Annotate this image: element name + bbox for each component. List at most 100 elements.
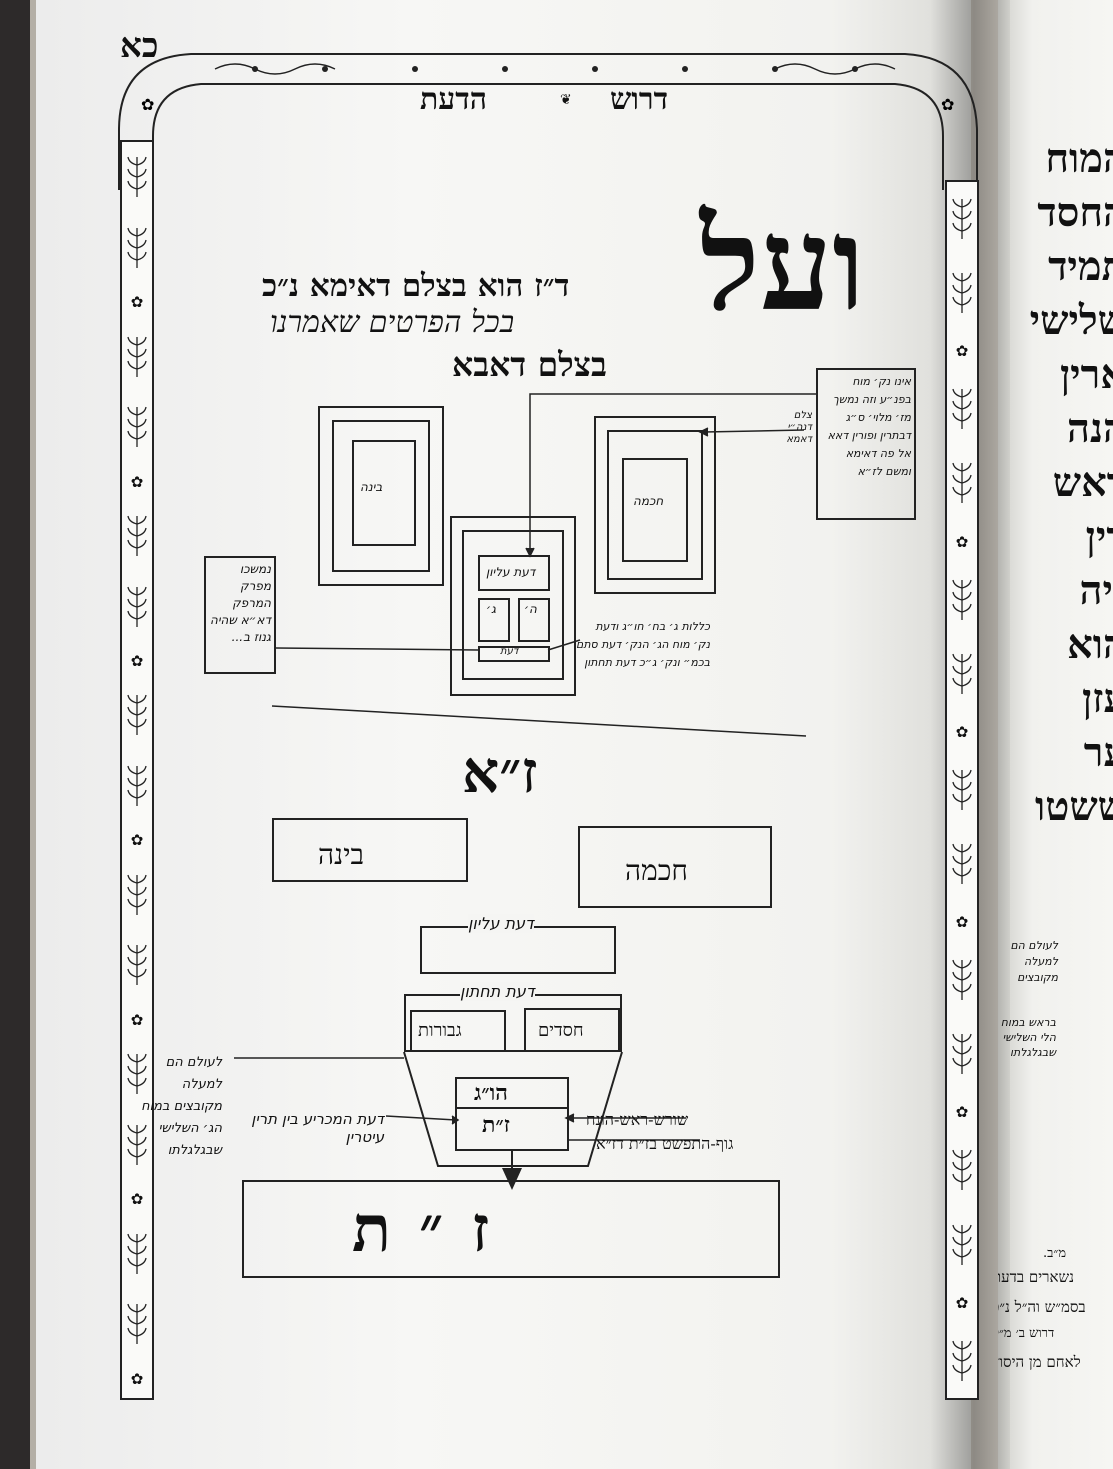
leaf-ornament-icon: [952, 463, 972, 504]
right-page-line: עזן: [1082, 675, 1113, 722]
note-left-box: נמשכו מפרק המרפק דא״א שהיה גנוז ב...: [204, 556, 276, 674]
right-page: המוחהחסדתמידשלישיאריןהנהדאשריןניההואעזןע…: [998, 0, 1113, 1469]
leaf-ornament-icon: [127, 336, 147, 377]
right-page-line: תמיד: [1048, 243, 1113, 290]
heading-initial-word: ועל: [700, 190, 866, 340]
right-page-note-left: לעולם הם למעלה מקובצים: [1010, 939, 1058, 984]
right-page-line: הוא: [1067, 621, 1113, 668]
right-page-line: דאש: [1052, 459, 1113, 506]
right-page-note-right: בראש במוח הלי השלישי שבגלגלתו: [1000, 1016, 1056, 1059]
svg-text:✿: ✿: [141, 95, 154, 114]
note-right-small: צלם דנה״י דאמא: [786, 410, 812, 445]
chesed-small-box: [518, 598, 550, 642]
gevurot-box: [410, 1010, 506, 1052]
chasadim-box: [524, 1008, 620, 1052]
zat-box: [242, 1180, 780, 1278]
leaf-ornament-icon: [127, 1054, 147, 1095]
right-border-column: ✿✿✿✿✿✿: [945, 180, 979, 1400]
h-right-label: ה׳: [524, 602, 537, 616]
right-page-line: ער: [1083, 729, 1113, 776]
decorative-arch-border: ✿ ✿: [118, 53, 978, 190]
svg-text:✿: ✿: [941, 95, 954, 114]
leaf-ornament-icon: [127, 1233, 147, 1274]
right-note-2-1: שורש-ראש-הונח: [586, 1110, 689, 1129]
flower-ornament-icon: ✿: [130, 1369, 144, 1388]
left-page: [36, 0, 971, 1469]
bina-label: בינה: [360, 480, 383, 494]
note-right-box: אינו נק׳ מוח בפנ״ע וזה נמשך מז׳ מלוי׳ ס״…: [816, 368, 916, 520]
right-page-foot-5: לאחם מן היסוד: [998, 1353, 1081, 1371]
flower-ornament-icon: ✿: [130, 831, 144, 850]
running-title-right: דרוש: [610, 82, 669, 117]
leaf-ornament-icon: [127, 406, 147, 448]
leaf-ornament-icon: [127, 227, 147, 268]
chochma-middle-frame: [607, 430, 703, 580]
zat-label: ז״ת: [352, 1192, 518, 1267]
leaf-ornament-icon: [952, 389, 972, 430]
h-left-label: ג׳: [486, 602, 496, 616]
leaf-ornament-icon: [127, 945, 147, 986]
daat-bottom-box: [478, 646, 550, 662]
right-page-foot-1: מ״ב.: [1043, 1246, 1067, 1261]
daat-tachton-label: דעת תחתון: [460, 982, 535, 1001]
right-page-foot-3: בסמ״ש וה״ל נ״כ: [998, 1298, 1086, 1316]
right-note-2-2: גוף-התפשט בז״ת דז״א: [596, 1134, 734, 1153]
flower-ornament-icon: ✿: [955, 342, 969, 361]
leaf-ornament-icon: [952, 1340, 972, 1381]
gevurot-label: גבורות: [418, 1020, 462, 1041]
leaf-ornament-icon: [952, 769, 972, 810]
bina-label-2: בינה: [318, 838, 365, 871]
leaf-ornament-icon: [952, 653, 972, 694]
bina-outer-frame: [318, 406, 444, 586]
inner-label-2: ז״ת: [482, 1112, 510, 1138]
leaf-ornament-icon: [127, 586, 147, 627]
note-left-text: נמשכו מפרק המרפק דא״א שהיה גנוז ב...: [209, 562, 271, 644]
bina-inner-box: [352, 440, 416, 546]
flower-ornament-icon: ✿: [955, 1103, 969, 1122]
leaf-ornament-icon: [952, 579, 972, 620]
flower-ornament-icon: ✿: [955, 532, 969, 551]
note-right-text: אינו נק׳ מוח בפנ״ע וזה נמשך מז׳ מלוי׳ ס״…: [827, 375, 912, 478]
right-page-line: ניה: [1079, 567, 1113, 614]
daat-middle-frame: [462, 530, 564, 680]
daat-elyon-label-2: דעת עליון: [468, 914, 534, 933]
leaf-ornament-icon: [952, 1150, 972, 1191]
chochma-box: [578, 826, 772, 908]
leaf-ornament-icon: [952, 1034, 972, 1075]
leaf-ornament-icon: [952, 198, 972, 240]
right-page-line: שלישי: [1029, 297, 1113, 344]
bina-box: [272, 818, 468, 882]
daat-elyon-box: [478, 555, 550, 591]
flower-ornament-icon: ✿: [955, 913, 969, 932]
leaf-ornament-icon: [127, 515, 147, 557]
note-bottom: כללות ג׳ בח׳ חו״ג ודעת נק׳ מוח הג׳ הנק׳ …: [576, 620, 710, 669]
flower-ornament-icon: ✿: [130, 1010, 144, 1029]
daat-outer-frame: [450, 516, 576, 696]
leaf-ornament-icon: [127, 1124, 147, 1165]
leaf-ornament-icon: [127, 695, 147, 736]
right-page-line: הנה: [1066, 405, 1113, 452]
flower-ornament-icon: ✿: [130, 1190, 144, 1209]
left-border-column: ✿✿✿✿✿✿✿: [120, 140, 154, 1400]
bina-middle-frame: [332, 420, 430, 572]
right-page-line: ששטו: [1034, 783, 1113, 830]
left-note-2: לעולם הם למעלה מקובצים במוח הג׳ השלישי ש…: [141, 1055, 222, 1158]
flower-ornament-icon: ✿: [130, 293, 144, 312]
chochma-label: חכמה: [633, 494, 664, 508]
right-page-line: ארין: [1059, 351, 1113, 398]
flower-ornament-icon: ✿: [955, 722, 969, 741]
leaf-ornament-icon: [952, 843, 972, 884]
right-page-line: רין: [1085, 513, 1113, 560]
heading-line-1: ד״ז הוא בצלם דאימא נ״כ: [262, 268, 570, 304]
right-page-foot-4: דרוש ב׳ מ״ק: [998, 1326, 1055, 1341]
chasadim-label: חסדים: [538, 1020, 584, 1041]
flower-ornament-icon: ✿: [130, 472, 144, 491]
page-number: כא: [120, 26, 159, 66]
leaf-ornament-icon: [127, 157, 147, 198]
leaf-ornament-icon: [952, 1224, 972, 1265]
middle-note-2: דעת המכריע בין תרין עיטרין: [251, 1110, 384, 1146]
heading-line-2: בכל הפרטים שאמרנו: [270, 305, 515, 340]
chochma-outer-frame: [594, 416, 716, 594]
